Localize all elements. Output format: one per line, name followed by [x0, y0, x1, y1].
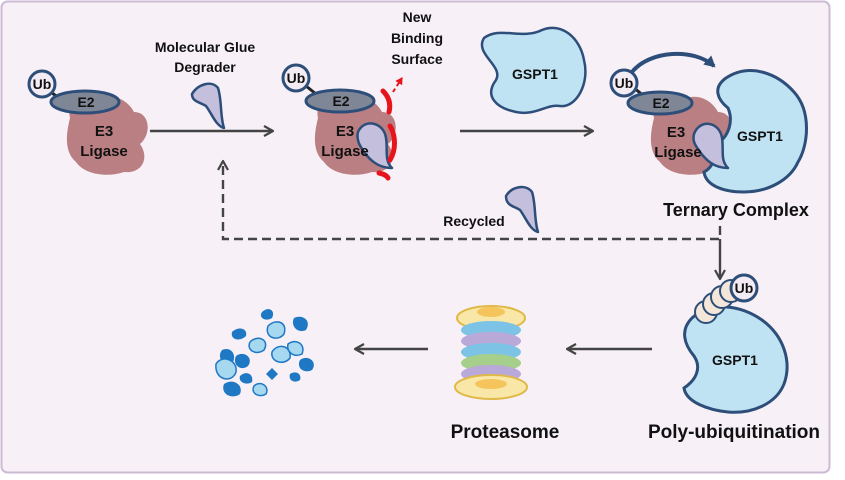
fragment-dark — [231, 328, 247, 340]
fragment-dark — [239, 373, 253, 384]
fragment-dark — [292, 316, 308, 332]
e3-ligase-complex-1: Ub E2 E3 Ligase — [27, 69, 148, 175]
e2-enzyme — [304, 88, 376, 114]
bound-glue-shape — [692, 122, 730, 170]
ub-label: Ub — [615, 75, 634, 91]
glue-label-2: Degrader — [174, 59, 236, 75]
e2-label: E2 — [652, 95, 669, 111]
glue-label-1: Molecular Glue — [155, 39, 256, 55]
ub-transfer-arrow-icon — [630, 52, 716, 74]
ubiquitin — [27, 69, 57, 99]
fragment-light — [286, 340, 304, 356]
recycled-label: Recycled — [443, 213, 504, 229]
fragment-dark — [260, 309, 274, 320]
e3-ligase-shape — [66, 96, 148, 175]
new-surface-label-3: Surface — [391, 51, 443, 67]
fragment-dark — [289, 372, 301, 382]
gspt1-label: GSPT1 — [512, 66, 558, 82]
fragment-light — [248, 337, 267, 354]
fragment-light — [271, 345, 291, 363]
degraded-fragments — [215, 309, 314, 397]
gspt1-polyub-shape — [682, 305, 789, 414]
ternary-complex-label: Ternary Complex — [663, 200, 809, 220]
e2-label: E2 — [77, 94, 94, 110]
e2-label: E2 — [332, 93, 349, 109]
ub-label: Ub — [287, 70, 306, 86]
gspt1-free-shape — [480, 26, 587, 115]
fragment-light — [266, 321, 286, 339]
molecular-glue-shape — [190, 82, 226, 130]
e3-label: E3 — [336, 123, 354, 140]
new-surface-arrow-icon — [392, 77, 403, 93]
fragment-light — [215, 358, 237, 380]
gspt1-label: GSPT1 — [737, 128, 783, 144]
new-surface-mark-mid — [387, 123, 397, 163]
e2-enzyme — [626, 90, 694, 116]
ub-label: Ub — [33, 76, 52, 92]
new-surface-label-1: New — [403, 9, 432, 25]
e2-enzyme — [49, 89, 121, 115]
polyubiquitination-label: Poly-ubiquitination — [648, 422, 820, 443]
ubiquitin — [609, 68, 639, 98]
ub-label: Ub — [735, 280, 754, 296]
e3-ligase-complex-2: Ub E2 E3 Ligase — [281, 63, 403, 181]
new-surface-label-2: Binding — [391, 30, 443, 46]
gspt1-label: GSPT1 — [712, 352, 758, 368]
e3-label: E3 — [95, 123, 113, 140]
new-surface-mark-top — [380, 88, 393, 115]
bound-glue-shape — [356, 122, 394, 170]
fragment-dark — [298, 357, 314, 372]
e3-label: E3 — [667, 124, 685, 141]
ubiquitin — [729, 273, 759, 303]
ternary-complex: Ub E2 E3 Ligase GSPT1 — [609, 52, 808, 194]
polyubiquitinated-gspt1: Ub GSPT1 — [682, 273, 789, 414]
ligase-label: Ligase — [80, 143, 128, 160]
ubiquitin — [281, 63, 311, 93]
fragment-dark — [234, 353, 250, 369]
dashed-recycle-arrow-icon — [217, 159, 722, 241]
ligase-label: Ligase — [321, 143, 369, 160]
fragment-dark — [266, 368, 278, 380]
new-surface-mark-bottom — [376, 170, 391, 181]
proteasome-label: Proteasome — [451, 422, 560, 443]
proteasome — [454, 305, 528, 400]
proteasome-base-core — [475, 379, 507, 389]
fragment-light — [252, 382, 268, 397]
diagram-background — [0, 0, 831, 474]
molecular-glue-recycled-shape — [504, 185, 540, 234]
ligase-label: Ligase — [654, 144, 702, 161]
fragment-dark — [223, 381, 241, 397]
gspt1-bound-shape — [702, 69, 808, 194]
proteasome-cap-core — [477, 307, 505, 317]
